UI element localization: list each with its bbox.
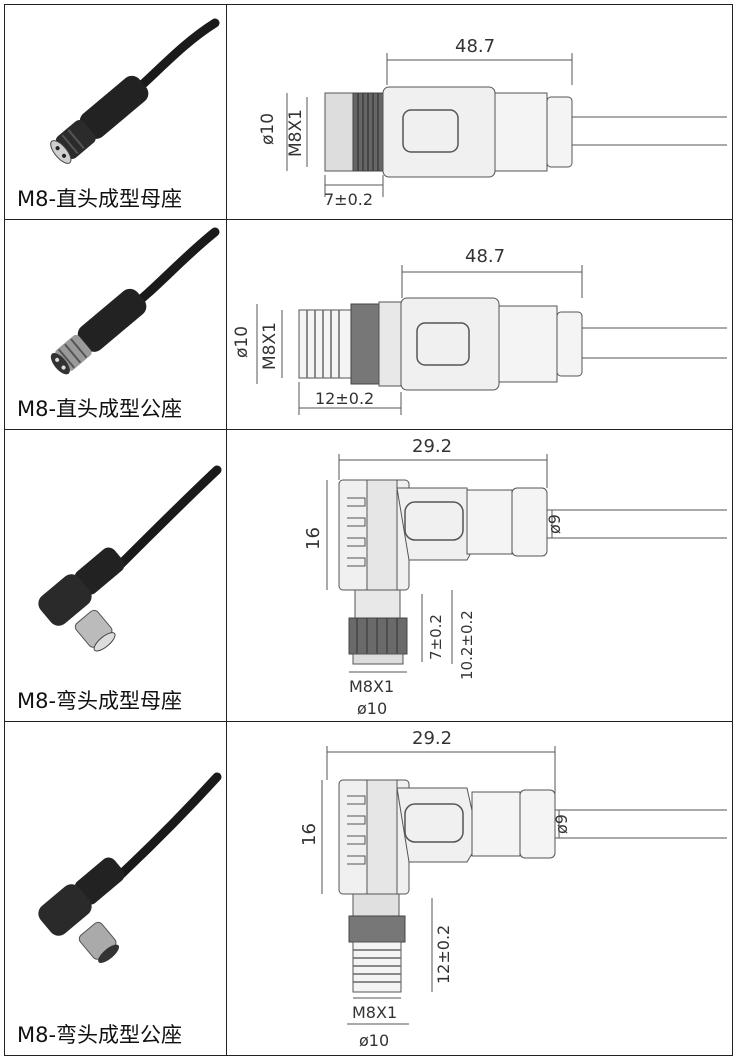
dim-dia: ø10 — [359, 1031, 389, 1050]
dim-length: 29.2 — [412, 436, 452, 457]
angled-female-drawing: 29.2 16 ø9 — [303, 436, 727, 718]
dim-thread: M8X1 — [260, 322, 280, 370]
dim-dia: ø10 — [232, 326, 252, 358]
photo-straight-female: M8-直头成型母座 — [5, 5, 227, 219]
dim-thread: M8X1 — [352, 1003, 397, 1022]
spec-table: M8-直头成型母座 48.7 — [4, 4, 733, 1056]
drawing-angled-male: 29.2 16 ø9 — [227, 722, 732, 1055]
angled-female-photo-icon — [38, 465, 222, 652]
dim-dia: ø10 — [258, 113, 278, 145]
drawing-straight-male: 48.7 ø10 M8X1 — [227, 220, 732, 429]
dim-dia: ø10 — [357, 699, 387, 718]
row-angled-female: M8-弯头成型母座 29.2 16 — [5, 430, 732, 722]
drawing-angled-female: 29.2 16 ø9 — [227, 430, 732, 721]
dim-thread: M8X1 — [349, 677, 394, 696]
drawing-straight-female: 48.7 ø10 M8X1 — [227, 5, 732, 219]
dim-tol: 12±0.2 — [315, 389, 374, 408]
photo-angled-female: M8-弯头成型母座 — [5, 430, 227, 721]
straight-female-drawing: 48.7 ø10 M8X1 — [258, 36, 727, 209]
dim-tol-b: 10.2±0.2 — [458, 610, 476, 680]
row-straight-female: M8-直头成型母座 48.7 — [5, 5, 732, 220]
dim-height: 16 — [299, 823, 320, 846]
dim-tol-b: 12±0.2 — [434, 925, 453, 984]
photo-angled-male: M8-弯头成型公座 — [5, 722, 227, 1055]
dim-thread: M8X1 — [286, 109, 306, 157]
caption-straight-male: M8-直头成型公座 — [17, 397, 183, 421]
angled-male-photo-icon — [38, 772, 222, 963]
row-straight-male: M8-直头成型公座 48.7 — [5, 220, 732, 430]
dim-length: 48.7 — [455, 36, 495, 57]
dim-cable: ø9 — [552, 814, 571, 834]
dim-length: 48.7 — [465, 246, 505, 267]
straight-female-photo-icon — [50, 18, 220, 164]
dim-cable: ø9 — [545, 514, 564, 534]
caption-angled-male: M8-弯头成型公座 — [17, 1023, 183, 1047]
straight-male-drawing: 48.7 ø10 M8X1 — [232, 246, 727, 415]
row-angled-male: M8-弯头成型公座 29.2 16 — [5, 722, 732, 1055]
dim-tol: 7±0.2 — [324, 190, 373, 209]
dim-length: 29.2 — [412, 728, 452, 749]
dim-height: 16 — [303, 527, 324, 550]
photo-straight-male: M8-直头成型公座 — [5, 220, 227, 429]
dim-tol-a: 7±0.2 — [427, 614, 445, 660]
caption-straight-female: M8-直头成型母座 — [17, 187, 183, 211]
angled-male-drawing: 29.2 16 ø9 — [299, 728, 727, 1050]
caption-angled-female: M8-弯头成型母座 — [17, 689, 183, 713]
straight-male-photo-icon — [50, 227, 220, 375]
